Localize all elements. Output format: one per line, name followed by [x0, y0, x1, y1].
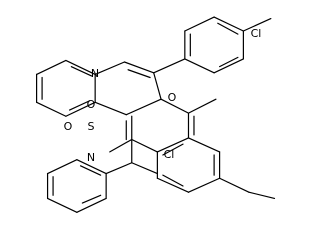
- bond-line: [109, 138, 133, 153]
- bond-line: [125, 98, 162, 116]
- atom-label-cl-phenyl: Cl: [251, 27, 262, 40]
- bond-line: [219, 177, 250, 193]
- bond-line: [217, 22, 239, 35]
- bond-line: [94, 61, 126, 76]
- bond-line: [76, 159, 107, 175]
- bond-line: [79, 165, 102, 176]
- bond-line: [46, 197, 78, 213]
- bond-line: [68, 100, 91, 111]
- bond-line: [35, 59, 67, 76]
- atom-label-cl-aryl: Cl: [164, 148, 175, 161]
- bond-line: [131, 162, 158, 175]
- bond-line: [65, 101, 96, 117]
- bond-line: [219, 56, 239, 68]
- bond-line: [76, 197, 107, 213]
- bond-line: [35, 101, 67, 117]
- atom-label-s: S: [88, 120, 95, 133]
- atom-label-o-carbonyl: O: [168, 91, 177, 104]
- atom-label-o-sulfonyl-2: O: [87, 98, 96, 111]
- bond-line: [184, 16, 215, 32]
- bond-line: [187, 177, 221, 193]
- atom-label-n-indolizine: N: [91, 67, 99, 80]
- molecule-structure: N Cl O Cl S O O N: [35, 16, 276, 213]
- bond-line: [127, 69, 151, 79]
- bond-layer: [35, 16, 276, 213]
- bond-line: [46, 159, 78, 175]
- bond-line: [94, 101, 127, 116]
- bond-line: [162, 174, 184, 187]
- bond-line: [156, 137, 190, 153]
- bond-line: [160, 98, 190, 114]
- bond-line: [105, 162, 133, 175]
- atom-label-o-sulfonyl-1: O: [64, 120, 73, 133]
- bond-line: [153, 72, 162, 100]
- bond-line: [162, 143, 184, 156]
- bond-line: [187, 137, 221, 153]
- bond-line: [81, 194, 102, 204]
- bond-line: [65, 59, 96, 76]
- bond-line: [184, 58, 215, 74]
- structure-canvas: N Cl O Cl S O O N: [35, 16, 276, 213]
- bond-line: [213, 16, 244, 32]
- bond-line: [187, 98, 217, 114]
- bond-line: [123, 61, 155, 74]
- atom-label-layer: N Cl O Cl S O O N: [64, 27, 262, 164]
- bond-line: [248, 191, 276, 199]
- bond-line: [242, 18, 272, 32]
- bond-line: [153, 58, 186, 74]
- bond-line: [213, 58, 244, 74]
- atom-label-n-amide: N: [87, 151, 95, 164]
- bond-line: [131, 138, 158, 153]
- bond-line: [70, 66, 93, 77]
- bond-line: [156, 177, 190, 193]
